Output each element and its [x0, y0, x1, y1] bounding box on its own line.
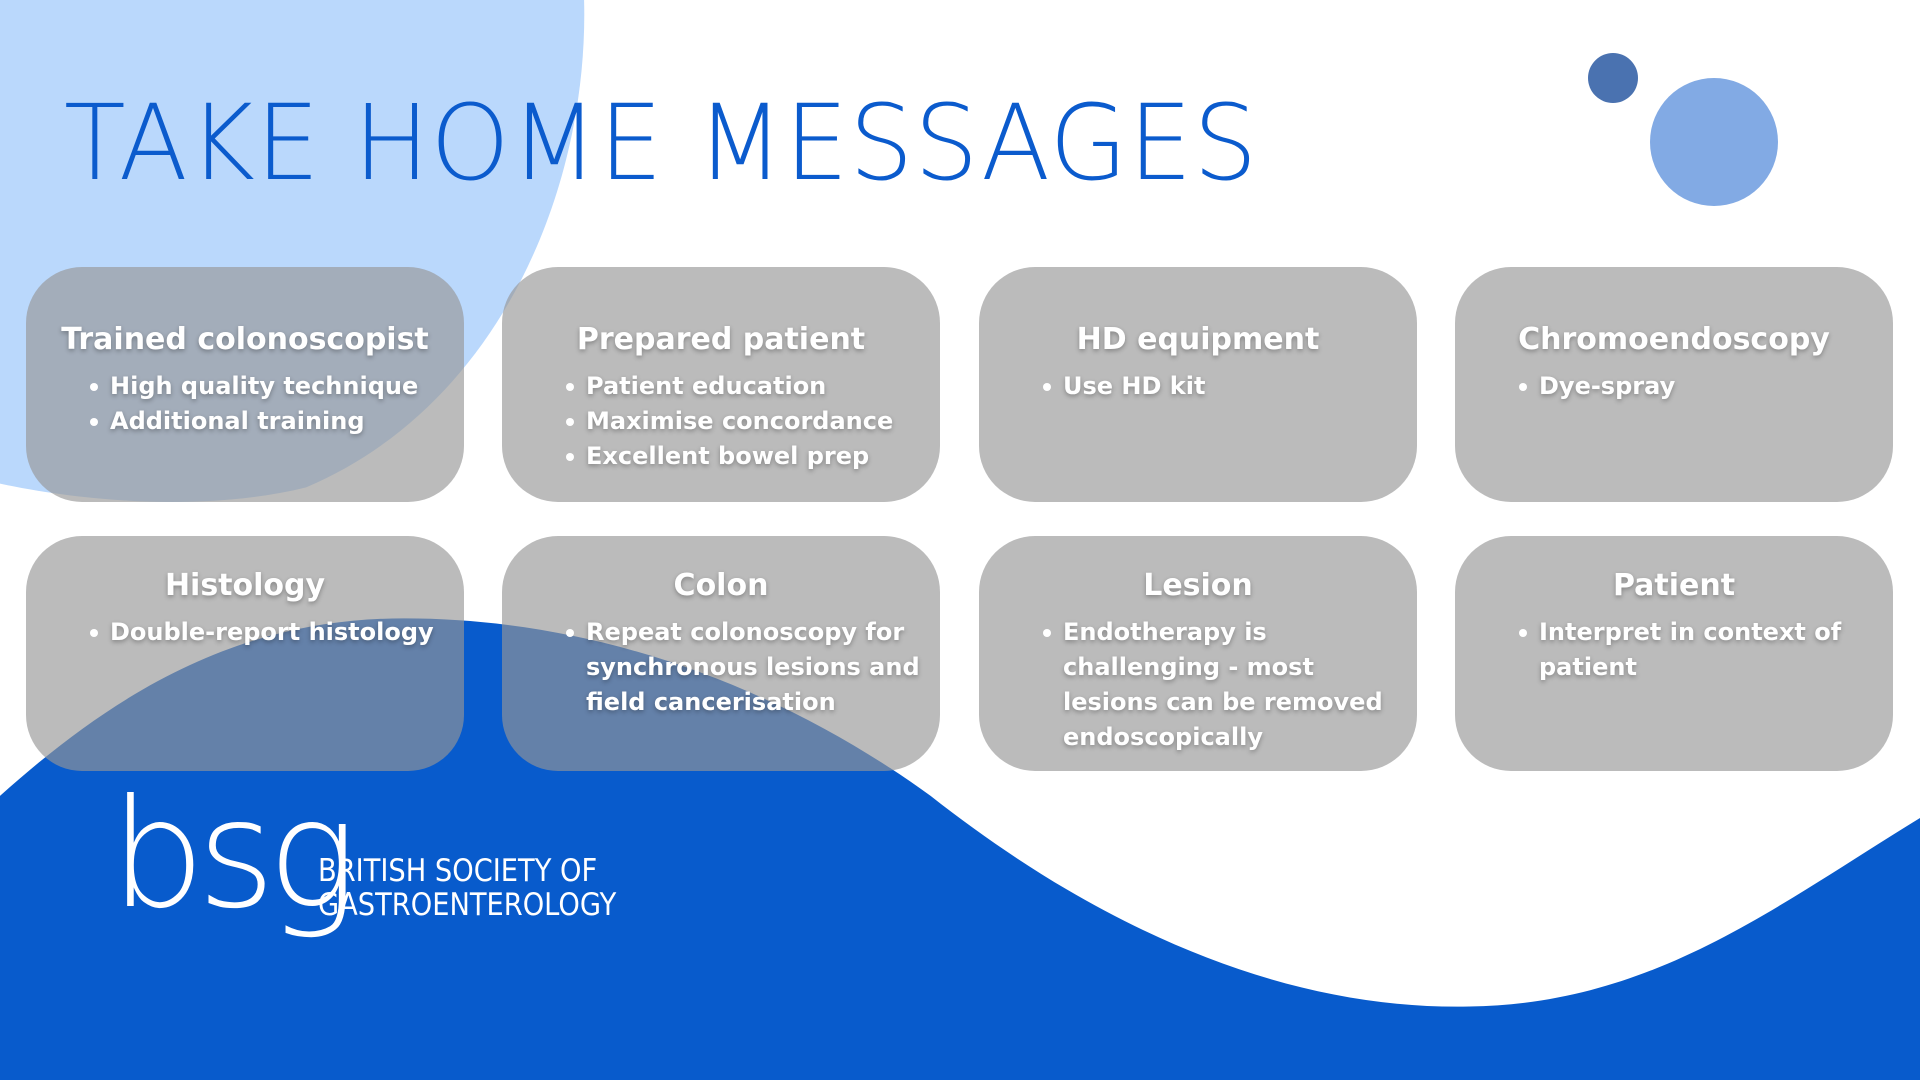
bullet: Excellent bowel prep — [566, 439, 920, 474]
card-title: Patient — [1612, 568, 1736, 603]
logo-line-2: GASTROENTEROLOGY — [318, 887, 617, 923]
card-lesion: Lesion Endotherapy is challenging - most… — [979, 536, 1417, 771]
card-title: Trained colonoscopist — [61, 322, 429, 357]
bullet: Dye-spray — [1519, 369, 1873, 404]
bsg-logo-text: BRITISH SOCIETY OF GASTROENTEROLOGY — [318, 854, 616, 922]
card-colon: Colon Repeat colonoscopy for synchronous… — [502, 536, 940, 771]
card-trained-colonoscopist: Trained colonoscopist High quality techn… — [26, 267, 464, 502]
card-patient: Patient Interpret in context of patient — [1455, 536, 1893, 771]
blue-wave — [0, 618, 1920, 1080]
card-hd-equipment: HD equipment Use HD kit — [979, 267, 1417, 502]
bullet: Endotherapy is challenging - most lesion… — [1043, 615, 1397, 755]
card-chromoendoscopy: Chromoendoscopy Dye-spray — [1455, 267, 1893, 502]
bullet: Additional training — [90, 404, 444, 439]
card-histology: Histology Double-report histology — [26, 536, 464, 771]
bsg-logo-mark: bsg — [110, 768, 357, 942]
bullet: High quality technique — [90, 369, 444, 404]
card-title: HD equipment — [1076, 322, 1320, 357]
bullet: Double-report histology — [90, 615, 444, 650]
card-title: Chromoendoscopy — [1518, 322, 1830, 357]
card-title: Histology — [164, 568, 326, 603]
page-title: TAKE HOME MESSAGES — [64, 82, 1259, 204]
bullet: Interpret in context of patient — [1519, 615, 1873, 685]
decorative-dot-small — [1588, 53, 1638, 103]
bullet: Maximise concordance — [566, 404, 920, 439]
logo-line-1: BRITISH SOCIETY OF — [318, 853, 598, 889]
bullet: Repeat colonoscopy for synchronous lesio… — [566, 615, 920, 720]
bullet: Patient education — [566, 369, 920, 404]
decorative-dot-large — [1650, 78, 1778, 206]
card-title: Lesion — [1143, 568, 1253, 603]
bullet: Use HD kit — [1043, 369, 1397, 404]
card-title: Colon — [673, 568, 769, 603]
card-title: Prepared patient — [576, 322, 866, 357]
